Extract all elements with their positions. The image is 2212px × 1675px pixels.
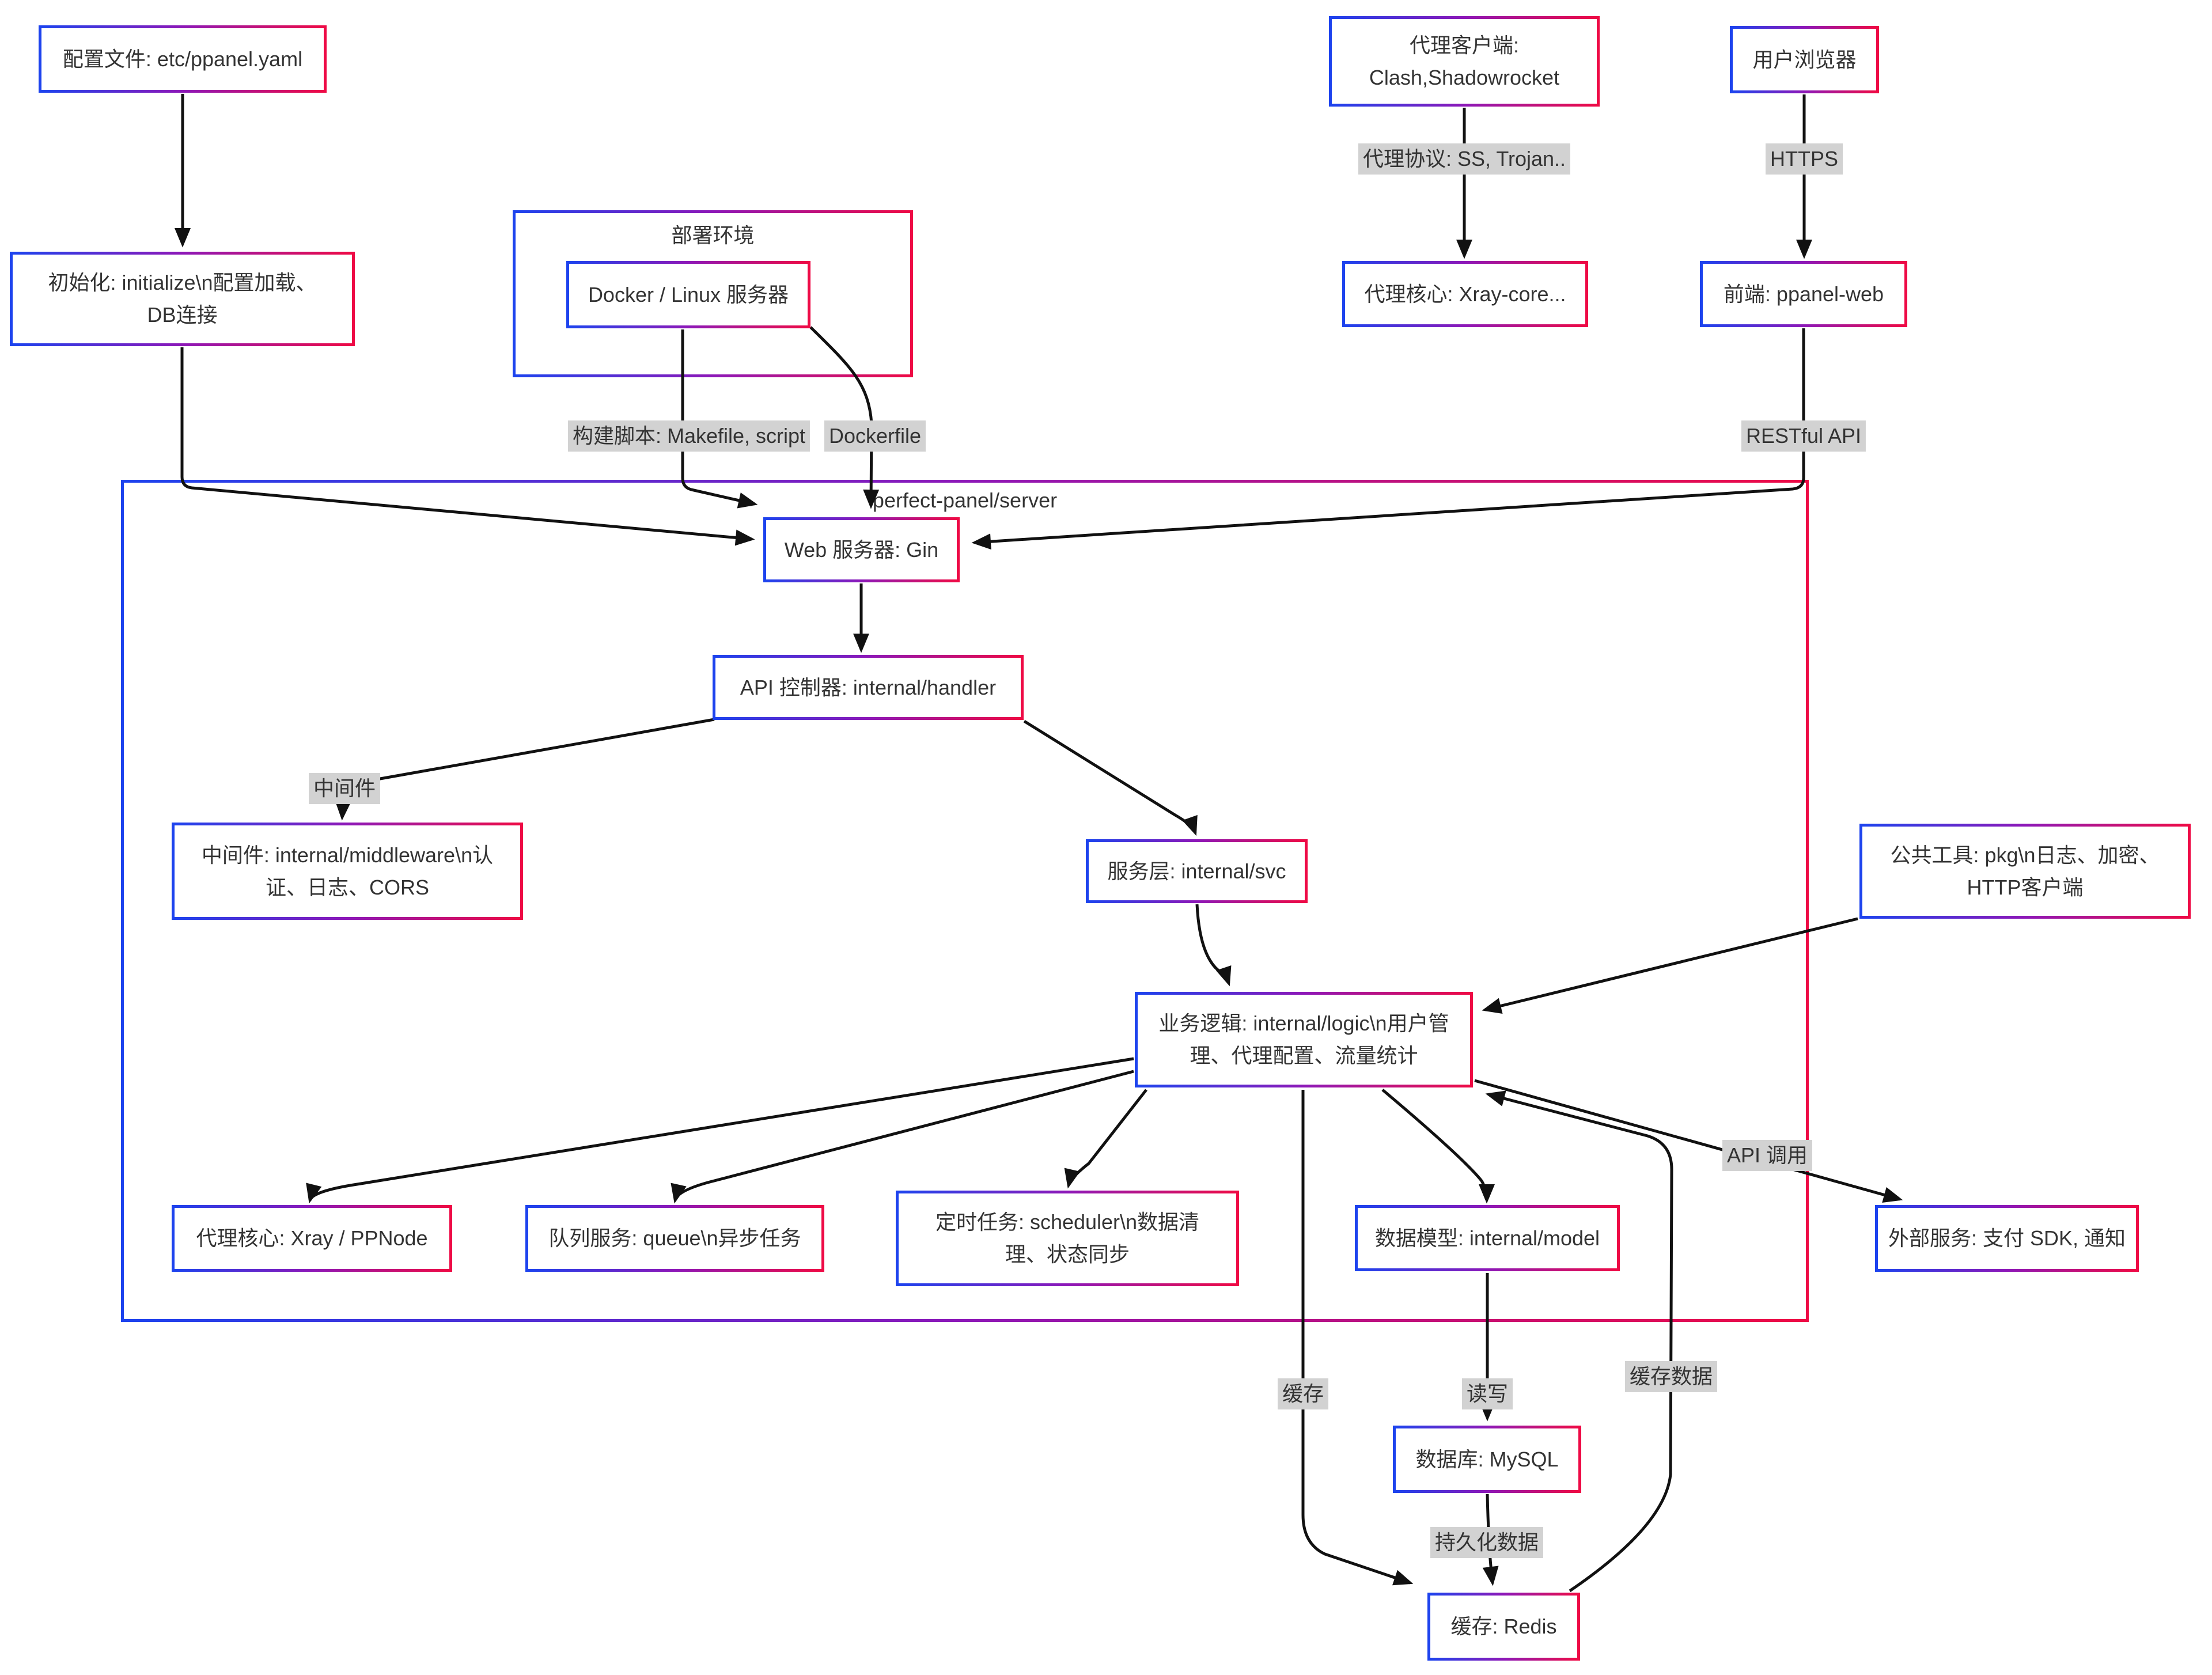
edge-logic-scheduler: [1064, 1089, 1147, 1189]
node-model: 数据模型: internal/model: [1355, 1205, 1620, 1271]
edge-label-proxy-protocol: 代理协议: SS, Trojan..: [1358, 143, 1571, 175]
edge-label-middleware: 中间件: [308, 773, 381, 804]
node-xray-ppnode: 代理核心: Xray / PPNode: [172, 1205, 452, 1272]
node-external: 外部服务: 支付 SDK, 通知: [1875, 1205, 2139, 1272]
node-config-file: 配置文件: etc/ppanel.yaml: [39, 25, 327, 93]
edge-redis-logic: [1485, 1090, 1673, 1593]
node-init: 初始化: initialize\n配置加载、 DB连接: [10, 252, 355, 346]
node-mysql: 数据库: MySQL: [1393, 1426, 1581, 1493]
node-scheduler: 定时任务: scheduler\n数据清 理、状态同步: [896, 1191, 1239, 1286]
edge-label-restful: RESTful API: [1741, 420, 1866, 452]
edge-logic-model: [1381, 1089, 1495, 1204]
server-container-label: perfect-panel/server: [872, 488, 1058, 512]
edge-init-gin: [180, 347, 755, 546]
node-docker: Docker / Linux 服务器: [566, 261, 810, 328]
edge-frontend-gin: [971, 328, 1805, 550]
edge-label-read-write: 读写: [1461, 1378, 1513, 1409]
edge-label-dockerfile: Dockerfile: [824, 420, 926, 452]
edge-docker-gin-dockerfile: [809, 326, 880, 509]
edge-label-https: HTTPS: [1765, 143, 1843, 175]
edge-label-cache: 缓存: [1277, 1378, 1329, 1409]
node-logic: 业务逻辑: internal/logic\n用户管 理、代理配置、流量统计: [1135, 992, 1473, 1087]
node-frontend: 前端: ppanel-web: [1700, 261, 1907, 327]
node-xray-core: 代理核心: Xray-core...: [1342, 261, 1588, 327]
node-pkg: 公共工具: pkg\n日志、加密、 HTTP客户端: [1859, 824, 2191, 919]
edge-label-cache-data: 缓存数据: [1624, 1361, 1718, 1392]
node-middleware: 中间件: internal/middleware\n认 证、日志、CORS: [172, 823, 523, 920]
edge-label-api-call: API 调用: [1722, 1140, 1813, 1171]
edge-logic-redis: [1301, 1090, 1414, 1586]
edge-logic-queue: [671, 1070, 1134, 1204]
node-queue: 队列服务: queue\n异步任务: [525, 1205, 824, 1272]
node-handler: API 控制器: internal/handler: [713, 655, 1024, 720]
node-redis: 缓存: Redis: [1427, 1593, 1580, 1661]
edge-logic-xraynode: [306, 1057, 1134, 1204]
edge-docker-gin-build: [681, 329, 758, 509]
edge-pkg-logic: [1482, 917, 1858, 1014]
edge-label-persist: 持久化数据: [1430, 1527, 1544, 1558]
node-browser: 用户浏览器: [1730, 26, 1879, 93]
node-proxy-clients: 代理客户端: Clash,Shadowrocket: [1329, 16, 1600, 107]
edge-logic-external: [1474, 1079, 1903, 1203]
edge-svc-logic: [1195, 904, 1232, 987]
edge-handler-middleware: [335, 718, 715, 821]
edge-label-build-script: 构建脚本: Makefile, script: [567, 420, 810, 452]
edge-handler-svc: [1023, 719, 1198, 836]
deploy-env-label: 部署环境: [671, 223, 755, 247]
node-gin: Web 服务器: Gin: [763, 517, 960, 582]
node-svc: 服务层: internal/svc: [1086, 839, 1308, 903]
